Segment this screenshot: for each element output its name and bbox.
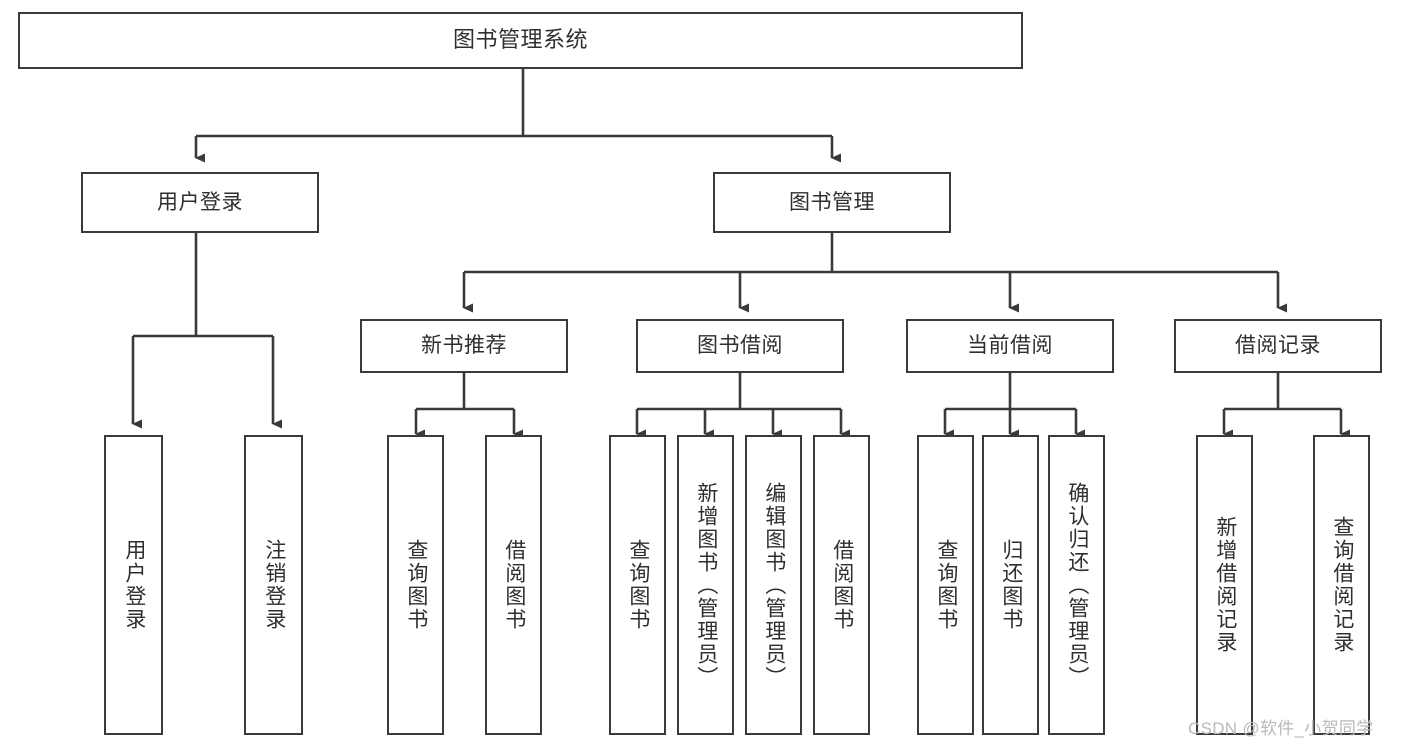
- leaf-cb-query-book-label: 查询图书: [934, 539, 958, 631]
- node-borrow-record-label: 借阅记录: [1235, 334, 1321, 358]
- node-current-borrow[interactable]: 当前借阅: [906, 319, 1114, 373]
- leaf-bb-edit-book[interactable]: 编辑图书（管理员）: [745, 435, 802, 735]
- leaf-bb-borrow-book[interactable]: 借阅图书: [813, 435, 870, 735]
- leaf-br-add-record-label: 新增借阅记录: [1213, 516, 1237, 654]
- csdn-watermark: CSDN @软件_小贺同学: [1188, 719, 1374, 738]
- node-new-book-recommend-label: 新书推荐: [421, 334, 507, 358]
- leaf-cb-return-book[interactable]: 归还图书: [982, 435, 1039, 735]
- leaf-nb-borrow-book-label: 借阅图书: [502, 539, 526, 631]
- node-borrow-record[interactable]: 借阅记录: [1174, 319, 1382, 373]
- leaf-bb-borrow-book-label: 借阅图书: [830, 539, 854, 631]
- leaf-bb-query-book[interactable]: 查询图书: [609, 435, 666, 735]
- leaf-bb-edit-book-label: 编辑图书（管理员）: [762, 481, 786, 689]
- node-current-borrow-label: 当前借阅: [967, 334, 1053, 358]
- node-book-management[interactable]: 图书管理: [713, 172, 951, 233]
- leaf-logout-label: 注销登录: [262, 539, 286, 631]
- leaf-cb-confirm-return[interactable]: 确认归还（管理员）: [1048, 435, 1105, 735]
- leaf-logout[interactable]: 注销登录: [244, 435, 303, 735]
- node-book-borrow-label: 图书借阅: [697, 334, 783, 358]
- leaf-br-query-record[interactable]: 查询借阅记录: [1313, 435, 1370, 735]
- node-book-borrow[interactable]: 图书借阅: [636, 319, 844, 373]
- node-new-book-recommend[interactable]: 新书推荐: [360, 319, 568, 373]
- node-book-management-label: 图书管理: [789, 190, 875, 214]
- leaf-cb-query-book[interactable]: 查询图书: [917, 435, 974, 735]
- node-root-system-label: 图书管理系统: [452, 27, 588, 53]
- leaf-bb-add-book-label: 新增图书（管理员）: [694, 481, 718, 689]
- leaf-nb-borrow-book[interactable]: 借阅图书: [485, 435, 542, 735]
- leaf-user-login[interactable]: 用户登录: [104, 435, 163, 735]
- leaf-br-add-record[interactable]: 新增借阅记录: [1196, 435, 1253, 735]
- node-root-system[interactable]: 图书管理系统: [18, 12, 1023, 69]
- node-user-login-label: 用户登录: [157, 190, 243, 214]
- leaf-cb-return-book-label: 归还图书: [999, 539, 1023, 631]
- leaf-cb-confirm-return-label: 确认归还（管理员）: [1065, 481, 1089, 689]
- leaf-bb-query-book-label: 查询图书: [626, 539, 650, 631]
- node-user-login[interactable]: 用户登录: [81, 172, 319, 233]
- leaf-user-login-label: 用户登录: [122, 539, 146, 631]
- leaf-bb-add-book[interactable]: 新增图书（管理员）: [677, 435, 734, 735]
- leaf-nb-query-book[interactable]: 查询图书: [387, 435, 444, 735]
- leaf-nb-query-book-label: 查询图书: [404, 539, 428, 631]
- leaf-br-query-record-label: 查询借阅记录: [1330, 516, 1354, 654]
